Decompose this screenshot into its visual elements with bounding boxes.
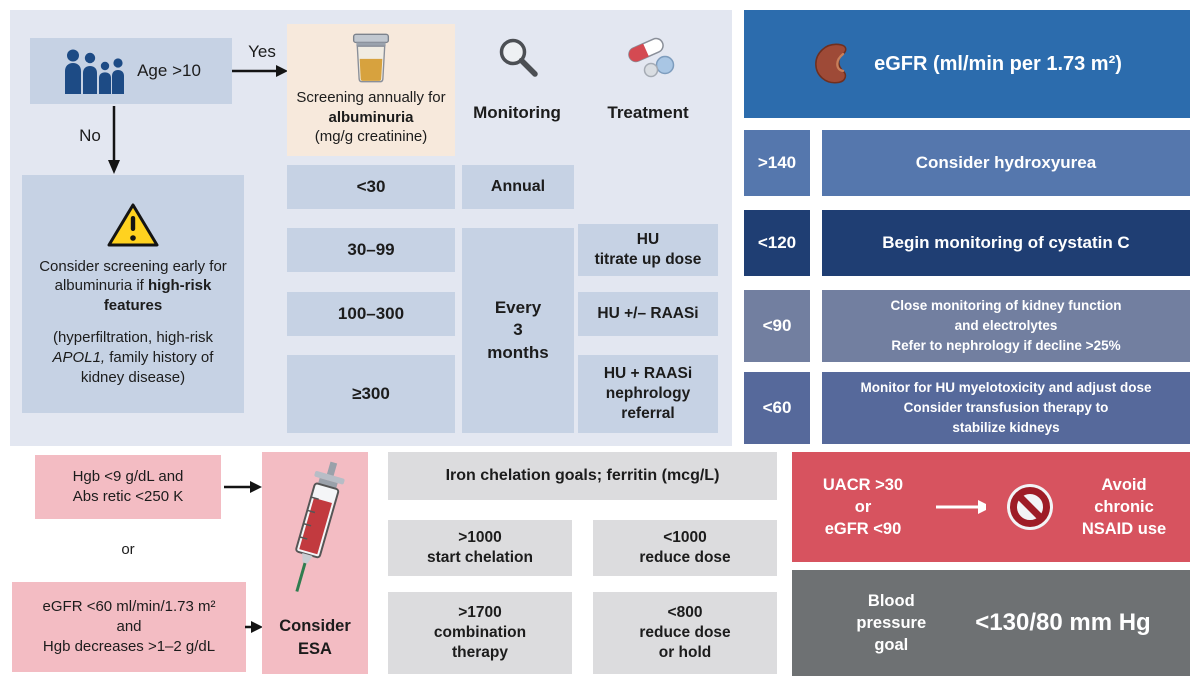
pills-icon [620,34,678,85]
egfr-title: eGFR (ml/min per 1.73 m²) [874,53,1122,75]
bp-box: Blood pressure goal <130/80 mm Hg [792,570,1190,676]
consider-esa-label: Consider ESA [279,617,351,658]
chelation-hold-box: <800 reduce dose or hold [593,592,777,674]
nsaid-arrow [936,500,986,514]
family-icon [61,47,127,95]
bp-value: <130/80 mm Hg [975,608,1151,636]
treatment-hu-raasi-nephrology-box: HU + RAASi nephrology referral [578,355,718,433]
nsaid-condition: UACR >30 or eGFR <90 [822,475,904,539]
kidney-icon [812,41,858,87]
monitoring-annual-box: Annual [462,165,574,209]
nsaid-box: UACR >30 or eGFR <90 Avoid chronic NSAID… [792,452,1190,562]
highrisk-label: Consider screening early for albuminuria… [39,257,227,386]
highrisk-box: Consider screening early for albuminuria… [22,175,244,413]
treatment-hu-titrate-box: HU titrate up dose [578,224,718,276]
monitoring-header: Monitoring [473,102,561,122]
no-label: No [79,125,101,145]
treatment-hu-raasi-box: HU +/– RAASi [578,292,718,336]
egfr-action-lt120: Begin monitoring of cystatin C [822,210,1190,276]
esa-criteria1-box: Hgb <9 g/dL and Abs retic <250 K [35,455,221,519]
albuminuria-row-30-99: 30–99 [287,228,455,272]
monitoring-every3-box: Every 3 months [462,228,574,433]
yes-arrow [232,65,288,77]
esa-arrow-2 [245,621,263,633]
or-label: or [121,541,135,559]
no-arrow [108,106,120,174]
egfr-action-lt90: Close monitoring of kidney function and … [822,290,1190,362]
yes-label: Yes [248,41,276,61]
treatment-header: Treatment [607,102,689,122]
screening-label: Screening annually for albuminuria (mg/g… [296,88,446,146]
egfr-value-lt60: <60 [744,372,810,444]
chelation-start-box: >1000 start chelation [388,520,572,576]
egfr-value-lt90: <90 [744,290,810,362]
egfr-value-lt120: <120 [744,210,810,276]
albuminuria-row-100-300: 100–300 [287,292,455,336]
egfr-value-gt140: >140 [744,130,810,196]
albuminuria-row-ge300: ≥300 [287,355,455,433]
screening-box: Screening annually for albuminuria (mg/g… [287,24,455,156]
age-box: Age >10 [30,38,232,104]
magnifier-icon [495,34,541,85]
chelation-combination-box: >1700 combination therapy [388,592,572,674]
consider-esa-box: Consider ESA [262,452,368,674]
warning-icon [106,201,160,249]
albuminuria-row-lt30: <30 [287,165,455,209]
screening-panel: Age >10 Yes No Screening [10,10,732,446]
syringe-icon [269,456,361,604]
age-label: Age >10 [137,60,201,80]
no-entry-icon [1004,481,1056,533]
chelation-reduce-box: <1000 reduce dose [593,520,777,576]
esa-criteria2-box: eGFR <60 ml/min/1.73 m² and Hgb decrease… [12,582,246,672]
bp-label: Blood pressure goal [856,591,927,655]
chelation-header: Iron chelation goals; ferritin (mcg/L) [388,452,777,500]
egfr-action-lt60: Monitor for HU myelotoxicity and adjust … [822,372,1190,444]
esa-arrow-1 [224,481,262,493]
urine-sample-icon [350,33,392,83]
nsaid-action: Avoid chronic NSAID use [1081,475,1167,539]
egfr-action-gt140: Consider hydroxyurea [822,130,1190,196]
egfr-header: eGFR (ml/min per 1.73 m²) [744,10,1190,118]
